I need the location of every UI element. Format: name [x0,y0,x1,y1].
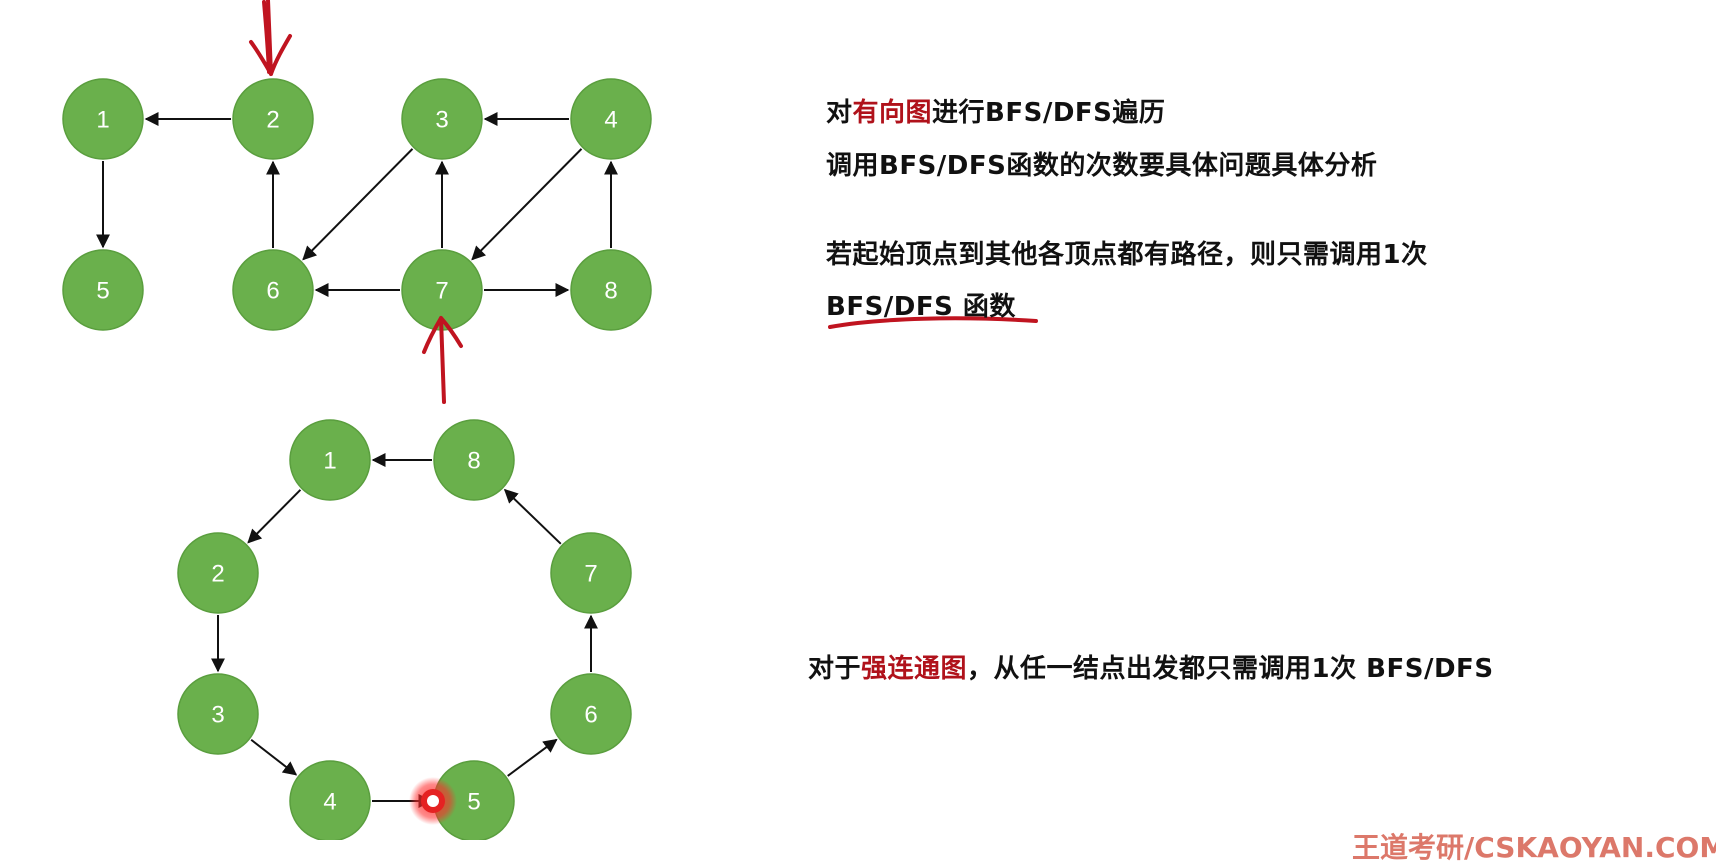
strong-graph-nodes: 1 2 3 4 5 6 7 8 [177,419,632,840]
vertex-circle [550,532,632,614]
vertex-4: 4 [289,760,371,840]
vertex-1: 1 [62,78,144,160]
strongly-connected-graph: 1 2 3 4 5 6 7 8 [177,419,632,840]
vertex-circle [289,419,371,501]
statement-directed-traversal: 对有向图进行BFS/DFS遍历 [826,92,1165,129]
vertex-label: 1 [96,107,109,134]
vertex-circle [550,673,632,755]
vertex-6: 6 [232,249,314,331]
red-underline-bfs-dfs [828,316,1038,329]
statement-path-condition: 若起始顶点到其他各顶点都有路径，则只需调用1次 [826,240,1428,270]
vertex-circle [232,249,314,331]
vertex-circle [401,78,483,160]
red-arrow-down-to-node-2 [249,0,292,76]
vertex-6: 6 [550,673,632,755]
vertex-1: 1 [289,419,371,501]
red-arrow-up-to-node-7 [422,316,463,404]
handwritten-annotations [249,0,1038,404]
vertex-circle [177,673,259,755]
statement-bfs-dfs-function: BFS/DFS 函数 [826,292,1016,322]
vertex-label: 2 [266,107,279,134]
vertex-label: 8 [604,278,617,305]
vertex-label: 5 [96,278,109,305]
line1-suffix: 进行BFS/DFS遍历 [932,98,1166,128]
vertex-circle [177,532,259,614]
line1-prefix: 对 [826,98,853,128]
edge-3-to-6 [302,148,414,261]
vertex-circle [433,419,515,501]
cursor-pointer [409,777,457,825]
vertex-label: 3 [211,702,224,729]
statement-strongly-connected: 对于强连通图，从任一结点出发都只需调用1次 BFS/DFS [808,648,1494,685]
highlight-strongly-connected-graph: 强连通图 [861,654,968,684]
edge-5-to-6 [507,738,558,777]
vertex-circle [62,78,144,160]
statement-call-count: 调用BFS/DFS函数的次数要具体问题具体分析 [826,151,1378,181]
vertex-circle [62,249,144,331]
vertex-5: 5 [62,249,144,331]
edge-1-to-2 [247,489,302,544]
vertex-5: 5 [433,760,515,840]
vertex-label: 1 [323,448,336,475]
vertex-4: 4 [570,78,652,160]
highlight-directed-graph: 有向图 [852,98,933,128]
line5-prefix: 对于 [808,654,862,684]
vertex-8: 8 [570,249,652,331]
vertex-3: 3 [401,78,483,160]
watermark-text: 王道考研/CSKAOYAN.COM [1352,831,1716,864]
vertex-label: 6 [584,702,597,729]
vertex-label: 8 [467,448,480,475]
strong-graph-edges [211,453,598,808]
diagram-canvas: 1 2 3 4 5 6 7 8 1 2 3 4 5 6 7 8 [62,0,1038,840]
vertex-label: 7 [435,278,448,305]
vertex-circle [289,760,371,840]
vertex-label: 2 [211,561,224,588]
vertex-circle [232,78,314,160]
vertex-label: 5 [467,789,480,816]
edge-4-to-7 [471,148,583,261]
vertex-2: 2 [177,532,259,614]
directed-graph-edges [96,112,618,297]
vertex-label: 6 [266,278,279,305]
vertex-label: 3 [435,107,448,134]
vertex-7: 7 [550,532,632,614]
directed-graph-nodes: 1 2 3 4 5 6 7 8 [62,78,652,331]
vertex-circle [570,249,652,331]
vertex-8: 8 [433,419,515,501]
vertex-2: 2 [232,78,314,160]
vertex-circle [570,78,652,160]
vertex-3: 3 [177,673,259,755]
line5-suffix: ，从任一结点出发都只需调用1次 BFS/DFS [967,654,1494,684]
vertex-label: 4 [604,107,617,134]
edge-3-to-4 [250,738,298,776]
vertex-label: 4 [323,789,336,816]
vertex-label: 7 [584,561,597,588]
directed-graph: 1 2 3 4 5 6 7 8 [62,78,652,331]
edge-7-to-8 [503,488,562,545]
